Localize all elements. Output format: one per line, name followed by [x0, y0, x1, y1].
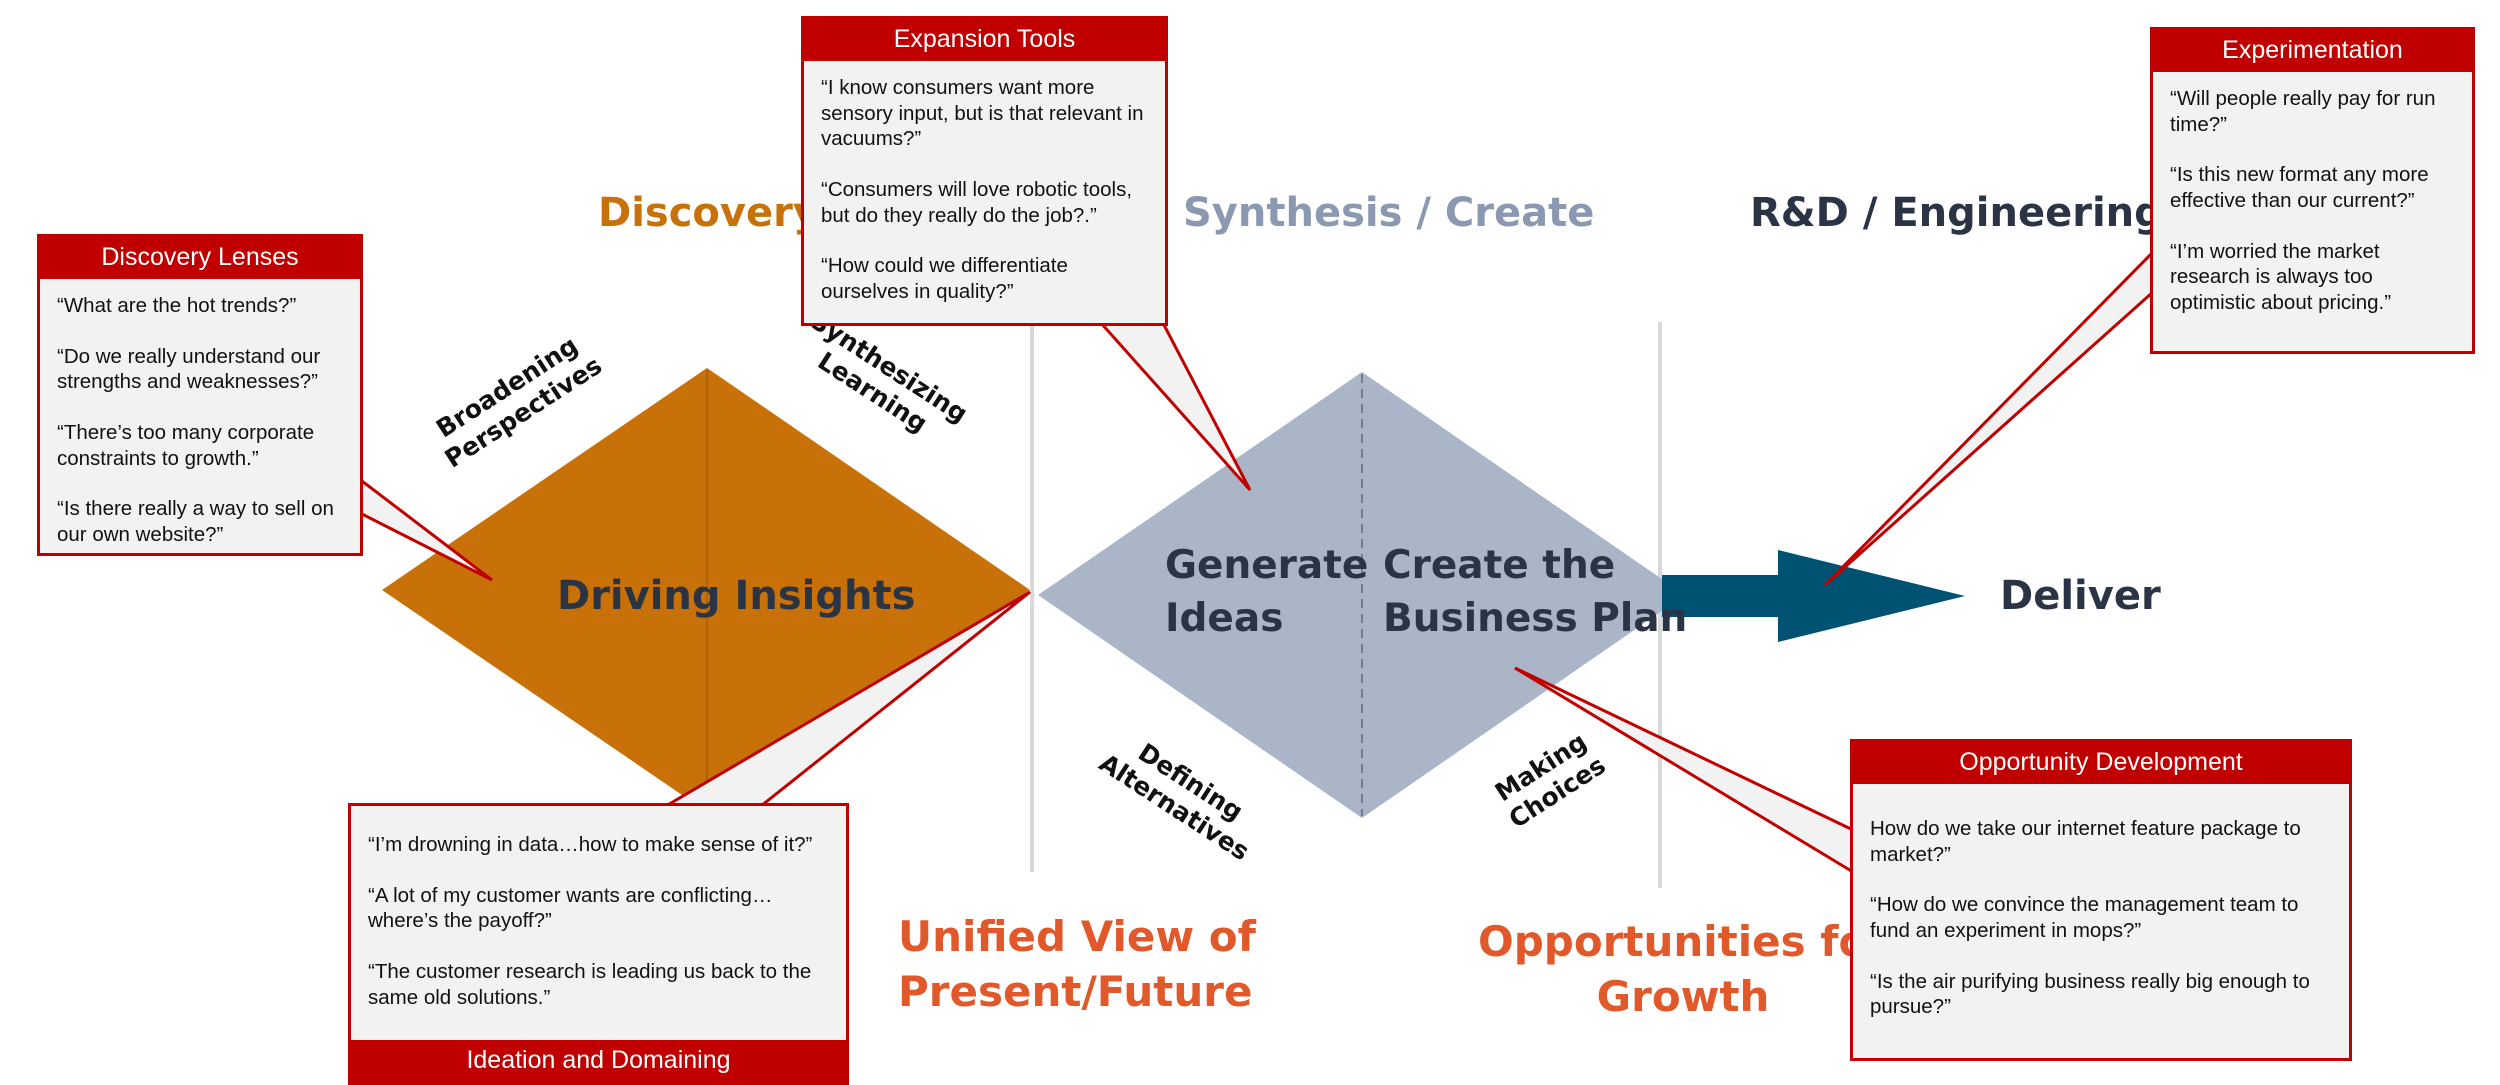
callout-experimentation-body: “Will people really pay for run time?” “… [2153, 72, 2472, 325]
callout-opportunity-title: Opportunity Development [1853, 742, 2349, 784]
unified-line-1: Unified View of [898, 912, 1256, 961]
expansion-tools-quote: “How could we differentiate ourselves in… [821, 254, 1068, 303]
opportunities-label: Opportunities for Growth [1478, 915, 1888, 1024]
stage-title-discovery: Discovery [598, 190, 819, 236]
deliver-label: Deliver [2000, 573, 2161, 619]
driving-insights-label: Driving Insights [557, 573, 916, 619]
callout-opportunity-body: How do we take our internet feature pack… [1853, 784, 2349, 1030]
callout-expansion-tools-title: Expansion Tools [804, 19, 1165, 61]
callout-ideation-title: Ideation and Domaining [351, 1040, 846, 1082]
generate-ideas-label: Generate Ideas [1165, 540, 1368, 645]
callout-discovery-lenses-title: Discovery Lenses [40, 237, 360, 279]
stage-title-engineering: R&D / Engineering [1750, 190, 2163, 236]
callout-discovery-lenses: Discovery Lenses “What are the hot trend… [37, 234, 363, 556]
generate-ideas-line-2: Ideas [1165, 595, 1284, 641]
deliver-arrow [1662, 550, 1965, 642]
discovery-lenses-quote: “There’s too many corporate constraints … [57, 420, 315, 470]
unified-view-label: Unified View of Present/Future [898, 910, 1256, 1019]
callout-experimentation-title: Experimentation [2153, 30, 2472, 72]
callout-expansion-tools: Expansion Tools “I know consumers want m… [801, 16, 1168, 326]
experimentation-quote: “Is this new format any more effective t… [2170, 163, 2429, 212]
callout-opportunity: Opportunity Development How do we take o… [1850, 739, 2352, 1061]
callout-experimentation: Experimentation “Will people really pay … [2150, 27, 2475, 354]
discovery-lenses-quote: “What are the hot trends?” [57, 294, 297, 317]
business-plan-line-2: Business Plan [1383, 595, 1688, 641]
unified-line-2: Present/Future [898, 966, 1253, 1016]
callout-ideation: “I’m drowning in data…how to make sense … [348, 803, 849, 1085]
expansion-tools-quote: “Consumers will love robotic tools, but … [821, 177, 1133, 227]
opportunity-quote: “Is the air purifying business really bi… [1870, 969, 2310, 1019]
expansion-tools-pointer [1097, 321, 1252, 491]
callout-discovery-lenses-body: “What are the hot trends?” “Do we really… [40, 279, 360, 557]
callout-expansion-tools-body: “I know consumers want more sensory inpu… [804, 61, 1165, 314]
discovery-lenses-quote: “Is there really a way to sell on our ow… [57, 497, 334, 546]
stage-title-synthesis: Synthesis / Create [1183, 190, 1595, 236]
opportunity-quote: “How do we convince the management team … [1870, 893, 2299, 942]
opportunity-quote: How do we take our internet feature pack… [1870, 817, 2301, 866]
generate-ideas-line-1: Generate [1165, 543, 1369, 588]
experimentation-quote: “I’m worried the market research is alwa… [2170, 239, 2392, 314]
callout-ideation-body: “I’m drowning in data…how to make sense … [351, 806, 846, 1020]
business-plan-line-1: Create the [1383, 543, 1616, 588]
discovery-lenses-quote: “Do we really understand our strengths a… [57, 344, 321, 394]
expansion-tools-quote: “I know consumers want more sensory inpu… [821, 76, 1144, 151]
ideation-quote: “The customer research is leading us bac… [368, 959, 812, 1009]
ideation-quote: “A lot of my customer wants are conflict… [368, 883, 773, 933]
experimentation-pointer [1823, 248, 2155, 587]
opportunities-line-2: Growth [1596, 971, 1770, 1021]
ideation-quote: “I’m drowning in data…how to make sense … [368, 833, 813, 856]
opportunities-line-1: Opportunities for [1478, 917, 1889, 966]
business-plan-label: Create the Business Plan [1383, 540, 1687, 645]
experimentation-quote: “Will people really pay for run time?” [2170, 87, 2436, 136]
synthesis-diamond [1038, 372, 1685, 818]
